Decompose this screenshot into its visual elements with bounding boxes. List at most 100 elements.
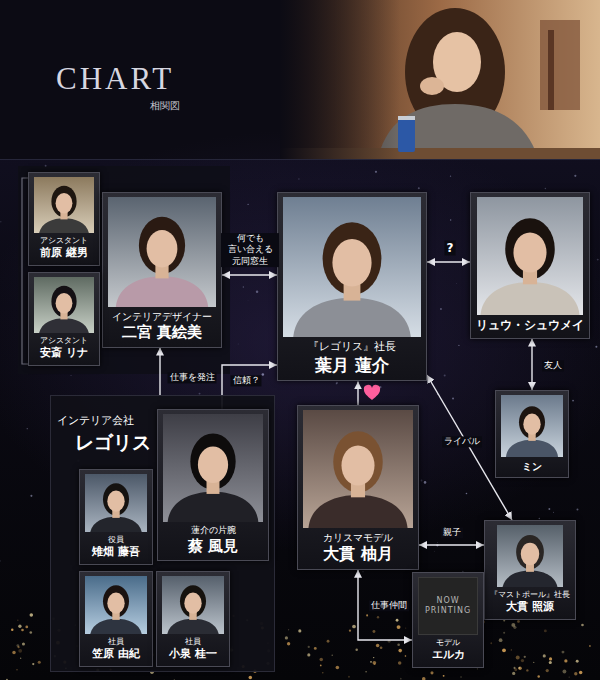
- shoulders: [168, 492, 259, 522]
- edge-label: 親子: [441, 527, 463, 538]
- chart-title: CHART: [56, 62, 174, 96]
- city-light: [561, 651, 564, 654]
- city-light: [544, 629, 547, 632]
- edge-label: 信頼？: [231, 375, 262, 386]
- character-name: リュウ・シュウメイ: [476, 318, 584, 334]
- character-box: インテリアデザイナー二宮 真絵美: [102, 192, 222, 348]
- character-name: 笠原 由紀: [92, 647, 140, 661]
- character-box: ミン: [495, 390, 569, 478]
- city-light: [521, 659, 524, 662]
- edge-label: 何でも 言い合える 元同窓生: [221, 233, 279, 267]
- character-name: 小泉 桂一: [169, 647, 217, 661]
- character-box: 社員小泉 桂一: [156, 571, 230, 667]
- role-text: カリスマモデル: [323, 531, 393, 544]
- shoulders: [502, 571, 557, 587]
- city-light: [370, 661, 372, 663]
- city-light: [307, 653, 310, 656]
- portrait-figure: [34, 277, 94, 333]
- role-text: 蓮介の片腕: [191, 525, 236, 537]
- star: [424, 481, 427, 484]
- star: [27, 428, 28, 429]
- portrait-photo: [501, 395, 563, 457]
- city-light: [314, 647, 317, 650]
- face: [184, 593, 201, 614]
- role-text: インテリアデザイナー: [112, 310, 212, 323]
- city-light: [503, 632, 505, 634]
- star: [458, 345, 459, 346]
- city-light: [430, 671, 433, 674]
- portrait-photo: [163, 414, 263, 522]
- city-light: [12, 651, 15, 654]
- star: [545, 188, 546, 189]
- star: [574, 175, 576, 177]
- city-light: [564, 659, 567, 662]
- shoulders: [293, 298, 411, 337]
- city-light: [589, 645, 591, 647]
- star: [247, 299, 249, 301]
- star: [0, 221, 2, 223]
- role-text: 社員: [108, 637, 124, 647]
- city-light: [174, 679, 175, 680]
- portrait-photo: [34, 277, 94, 333]
- star: [70, 374, 72, 376]
- city-light: [373, 630, 376, 633]
- shoulders: [308, 495, 407, 528]
- character-name: 大貫 柚月: [323, 544, 393, 565]
- character-name: 葉月 蓮介: [315, 354, 389, 376]
- relation-line: [358, 570, 412, 640]
- photo-placeholder: NOW PRINTING: [418, 577, 478, 635]
- city-light: [526, 669, 528, 671]
- role-text: 『レゴリス』社長: [308, 340, 396, 354]
- city-light: [29, 631, 32, 634]
- hair: [180, 585, 206, 617]
- city-light: [581, 624, 584, 627]
- character-name: ミン: [522, 460, 542, 473]
- star: [45, 165, 47, 167]
- city-light: [285, 636, 288, 639]
- portrait-figure: [108, 197, 216, 307]
- star: [298, 178, 300, 180]
- character-box: NOW PRINTINGモデルエルカ: [412, 572, 484, 668]
- city-light: [18, 625, 21, 628]
- portrait-figure: [283, 197, 421, 337]
- star: [456, 283, 458, 285]
- face: [198, 446, 228, 483]
- face: [56, 193, 73, 213]
- company-name: インテリア会社: [57, 414, 134, 428]
- star: [375, 171, 377, 173]
- character-name: 雉畑 藤吾: [92, 545, 140, 559]
- star: [421, 480, 423, 482]
- city-light: [17, 620, 18, 621]
- shoulders: [39, 318, 89, 333]
- hair: [51, 286, 76, 317]
- character-name: エルカ: [432, 648, 465, 662]
- city-light: [308, 646, 310, 648]
- shoulders: [90, 619, 142, 634]
- face: [523, 414, 540, 435]
- city-light: [512, 672, 515, 675]
- character-name: 大貫 照源: [506, 600, 554, 614]
- relation-line: [159, 348, 160, 396]
- placeholder-text: NOW PRINTING: [422, 596, 474, 616]
- city-light: [511, 649, 512, 650]
- role-text: アシスタント: [40, 336, 88, 346]
- star: [553, 512, 554, 513]
- shoulders: [116, 276, 208, 307]
- star: [440, 308, 442, 310]
- city-light: [460, 676, 461, 677]
- character-box: 蓮介の片腕蔡 風見: [157, 409, 269, 561]
- star: [437, 542, 439, 544]
- city-light: [377, 616, 379, 618]
- edge-label: 仕事を発注: [168, 372, 217, 383]
- star: [450, 176, 451, 177]
- city-light: [398, 649, 402, 653]
- character-box: リュウ・シュウメイ: [470, 192, 590, 339]
- chart-subtitle: 相関図: [150, 100, 180, 112]
- city-light: [546, 669, 549, 672]
- star: [0, 560, 1, 561]
- city-light: [17, 646, 19, 648]
- hair: [505, 218, 555, 279]
- city-light: [443, 675, 445, 677]
- can-top: [398, 116, 415, 120]
